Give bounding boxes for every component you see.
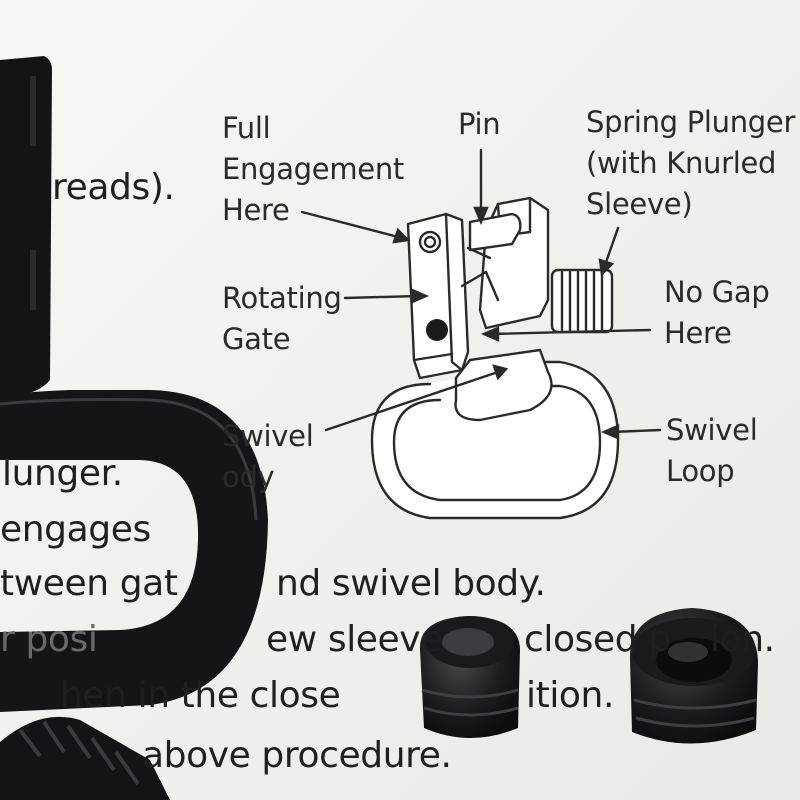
pin-drawing [468, 212, 522, 252]
label-pin: Pin [458, 107, 501, 141]
label-no-gap: No Gap Here [664, 275, 770, 350]
label-spring-plunger: Spring Plunger (with Knurled Sleeve) [586, 105, 796, 221]
threaded-sleeve-1 [419, 616, 520, 738]
instruction-threads: reads). [52, 167, 175, 208]
instruction-line-5b: ition. [526, 675, 615, 716]
instruction-line-4c: closed p [524, 619, 671, 660]
threaded-sleeve-2 [629, 608, 758, 744]
instruction-line-6: above procedure. [142, 735, 452, 776]
black-swivel-hardware [0, 56, 758, 800]
instruction-line-3: tween gat [0, 563, 178, 604]
instruction-line-2: engages [0, 509, 151, 550]
instruction-line-3b: nd swivel body. [276, 563, 546, 604]
knurled-sleeve-drawing [550, 268, 614, 334]
mount-block [0, 56, 52, 396]
label-rotating-gate: Rotating Gate [222, 281, 342, 356]
black-swivel-loop [0, 390, 268, 712]
instruction-line-4b: ew sleeve [266, 619, 442, 660]
swivel-body-drawing [454, 348, 553, 422]
instruction-line-4d: ion. [710, 619, 775, 660]
swivel-diagram [370, 196, 620, 520]
label-full-engagement: Full Engagement Here [222, 111, 404, 227]
rotating-gate-drawing [406, 212, 470, 380]
instruction-line-5: hen in the close [60, 675, 341, 716]
wood-screw [0, 716, 170, 800]
label-swivel-body: Swivel ody [222, 419, 314, 494]
leader-arrows [300, 148, 662, 440]
instruction-line-1: lunger. [2, 453, 123, 494]
instruction-line-4: r posi [0, 619, 98, 660]
label-swivel-loop: Swivel Loop [666, 413, 758, 488]
